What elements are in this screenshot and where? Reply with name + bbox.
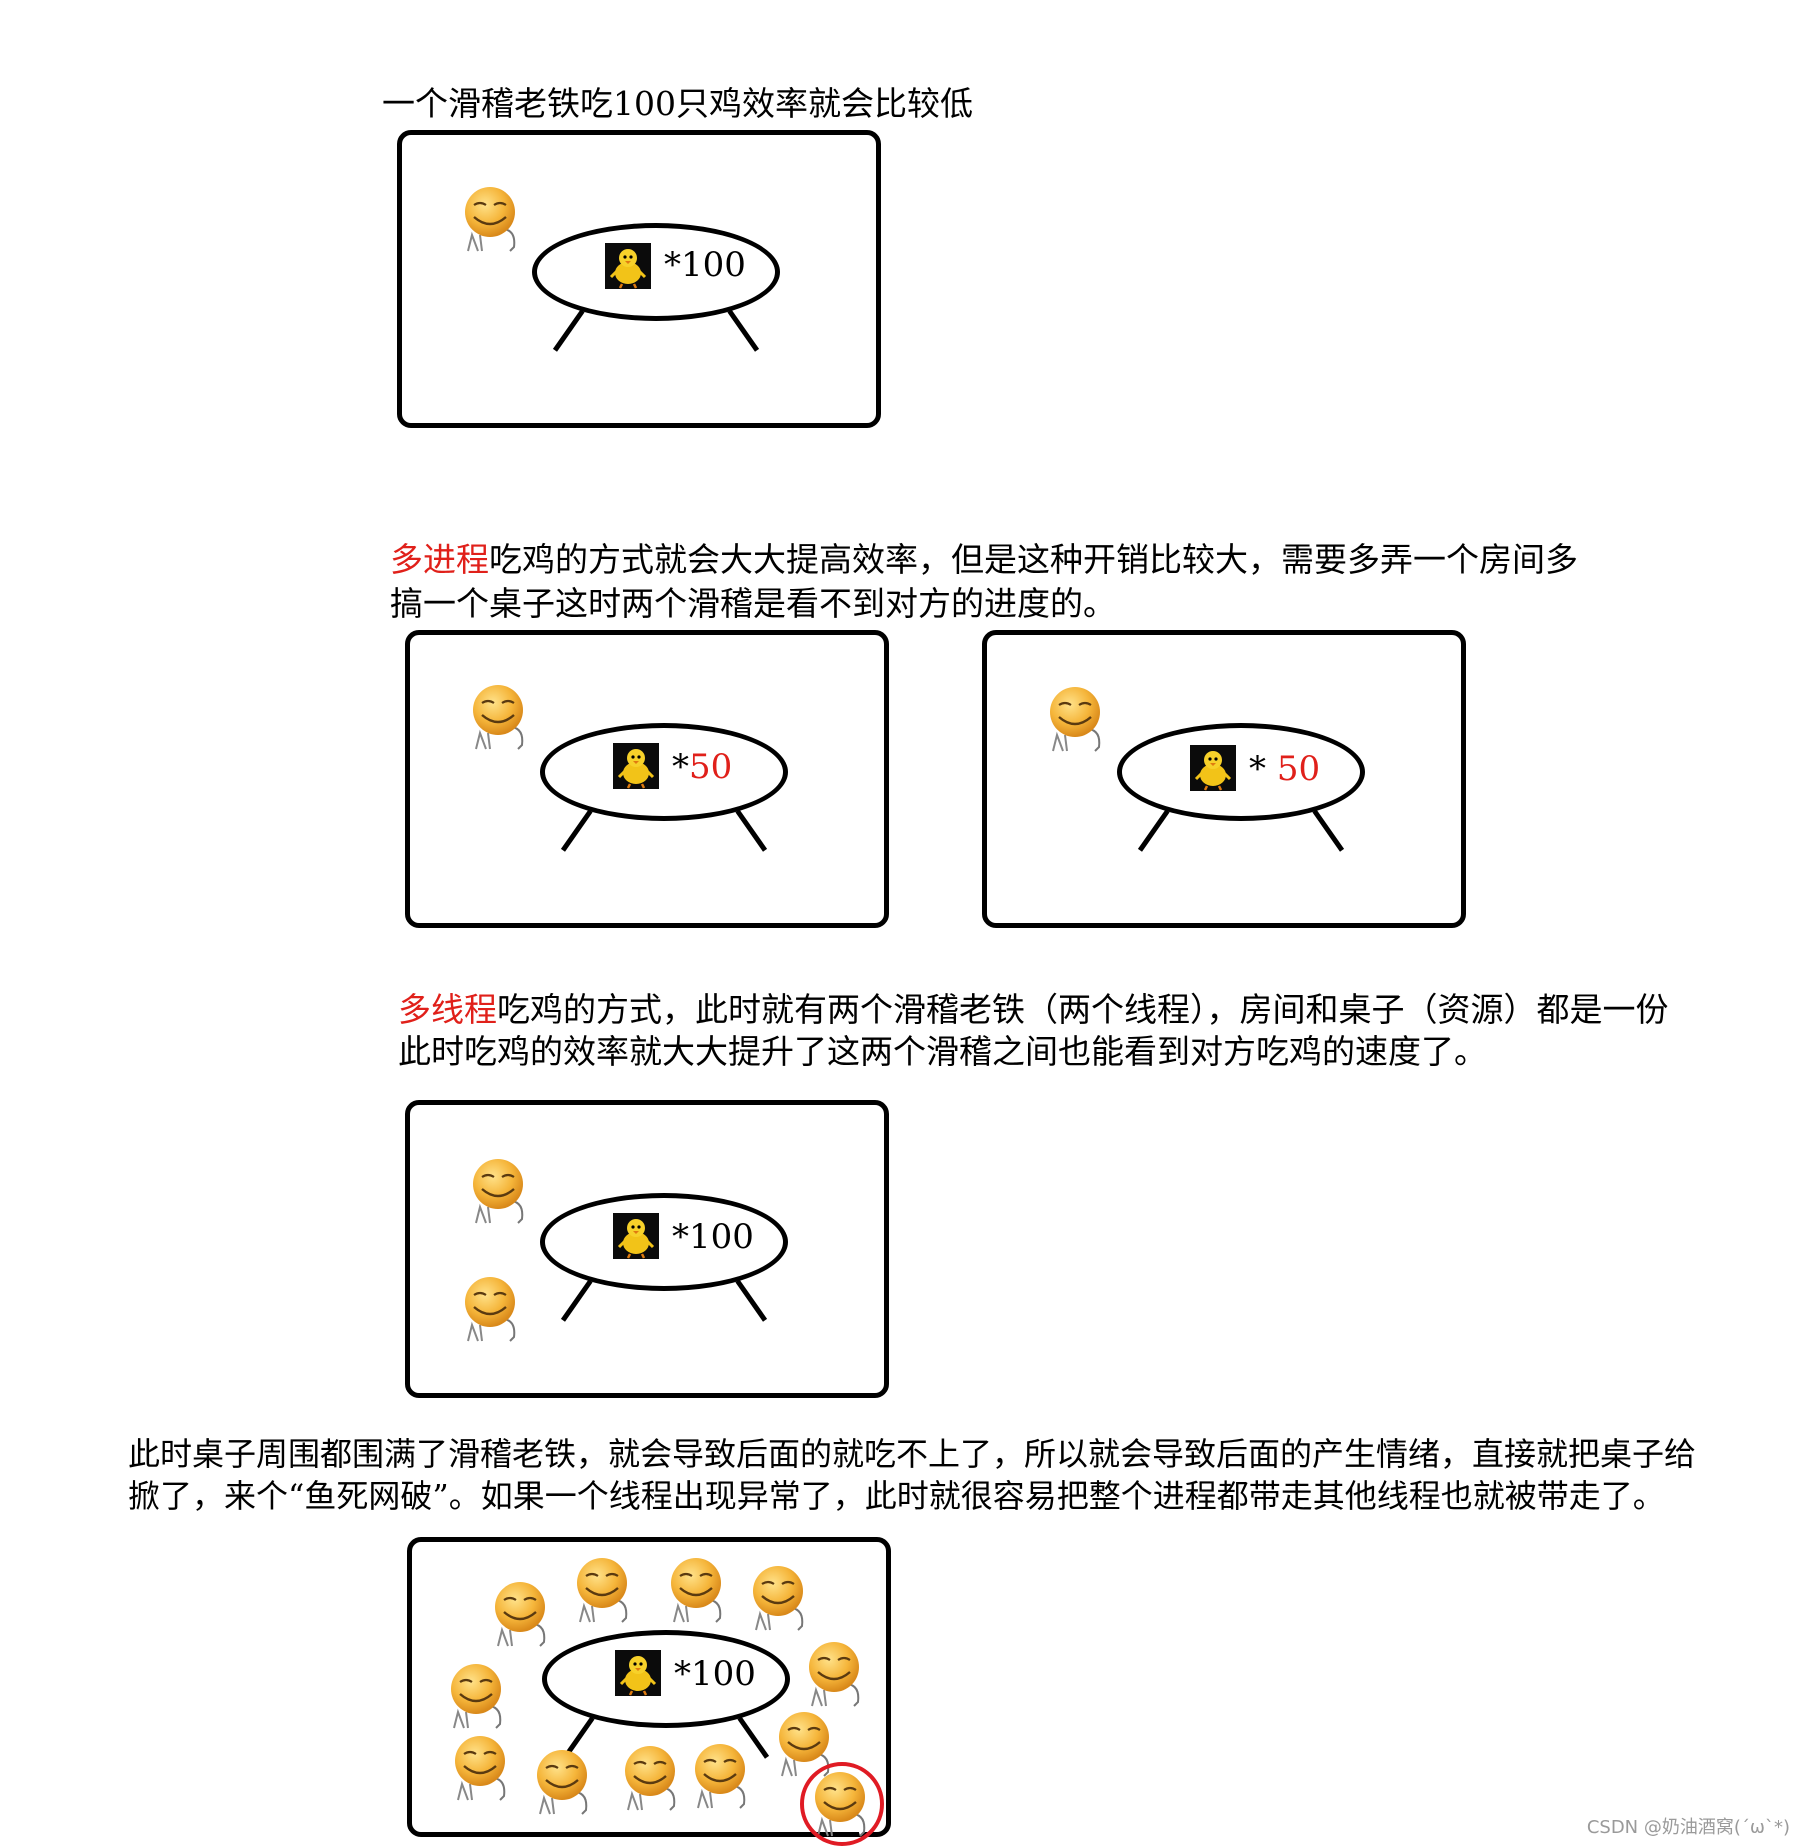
person-face-icon [463,1275,517,1343]
table-leg [552,309,585,352]
dinner-table [1117,723,1365,821]
highlight-circle [800,1762,884,1846]
section1-caption: 一个滑稽老铁吃100只鸡效率就会比较低 [382,84,973,123]
person-face-icon [751,1564,805,1632]
chicken-count: *100 [672,1217,754,1257]
count-number: 50 [689,747,733,787]
multithread-highlight: 多线程 [398,990,497,1029]
count-star: * [672,747,689,787]
section2-line1: 吃鸡的方式就会大大提高效率，但是这种开销比较大，需要多弄一个房间多 [489,540,1578,579]
section3-caption: 多线程吃鸡的方式，此时就有两个滑稽老铁（两个线程），房间和桌子（资源）都是一份 [398,988,1669,1032]
multiprocess-highlight: 多进程 [390,540,489,579]
dinner-table [540,723,788,821]
person-face-icon [535,1748,589,1816]
chicken-icon [615,1650,661,1696]
person-face-icon [463,185,517,253]
table-leg [735,1279,768,1322]
room-process-right: * 50 [982,630,1466,928]
person-face-icon [807,1640,861,1708]
room-threads: *100 [405,1100,889,1398]
person-face-icon [575,1556,629,1624]
section4-line2: 掀了，来个“鱼死网破”。如果一个线程出现异常了，此时就很容易把整个进程都带走其他… [128,1477,1665,1515]
table-leg [1312,809,1345,852]
table-leg [727,309,760,352]
room-process-left: *50 [405,630,889,928]
person-face-icon [493,1580,547,1648]
room-single: *100 [397,130,881,428]
chicken-count: *50 [672,747,732,787]
chicken-icon [613,1213,659,1259]
dinner-table [542,1630,790,1728]
table-leg [560,1279,593,1322]
person-face-icon [623,1744,677,1812]
count-star: * [1249,749,1266,789]
table-leg [1137,809,1170,852]
section4-line1: 此时桌子周围都围满了滑稽老铁，就会导致后面的就吃不上了，所以就会导致后面的产生情… [128,1435,1697,1473]
person-face-icon [471,683,525,751]
person-face-icon [453,1734,507,1802]
section3-line2: 此时吃鸡的效率就大大提升了这两个滑稽之间也能看到对方吃鸡的速度了。 [398,1032,1487,1071]
chicken-icon [1190,745,1236,791]
chicken-count: *100 [664,245,746,285]
table-leg [735,809,768,852]
person-face-icon [449,1662,503,1730]
section2-line2: 搞一个桌子这时两个滑稽是看不到对方的进度的。 [390,584,1116,623]
chicken-count: * 50 [1249,749,1320,789]
table-leg [560,809,593,852]
watermark: CSDN @奶油酒窝(´ω`*) [1586,1817,1790,1838]
person-face-icon [693,1742,747,1810]
chicken-icon [613,743,659,789]
person-face-icon [669,1556,723,1624]
room-crowded: *100 [407,1537,891,1846]
person-face-icon [1048,685,1102,753]
chicken-icon [605,243,651,289]
section2-caption: 多进程吃鸡的方式就会大大提高效率，但是这种开销比较大，需要多弄一个房间多 [390,538,1578,582]
section3-line1: 吃鸡的方式，此时就有两个滑稽老铁（两个线程），房间和桌子（资源）都是一份 [497,990,1669,1029]
count-number: 50 [1276,749,1321,789]
chicken-count: *100 [674,1654,756,1694]
dinner-table [532,223,780,321]
dinner-table [540,1193,788,1291]
person-face-icon [471,1157,525,1225]
